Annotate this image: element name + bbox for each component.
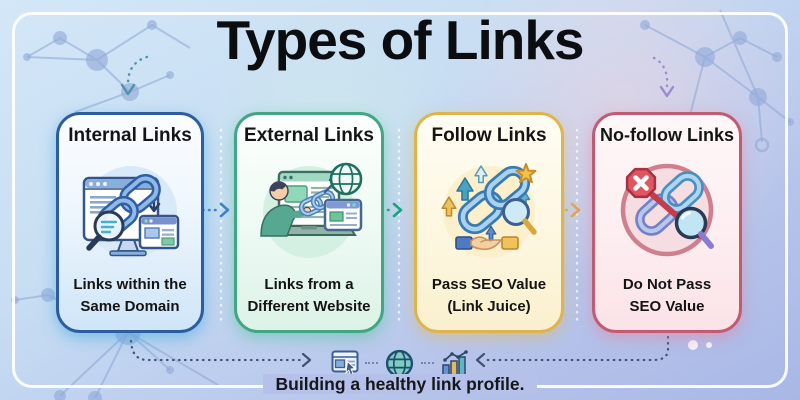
footer-caption-text: Building a healthy link profile. <box>262 374 538 394</box>
arrow-internal-to-external-icon <box>201 202 230 218</box>
card-external-links: External Links <box>234 112 384 333</box>
handshake-icon <box>455 235 519 250</box>
arrow-follow-to-nofollow-icon <box>552 202 581 218</box>
card-description-line2: (Link Juice) <box>447 297 531 315</box>
card-description-line2: Same Domain <box>80 297 180 315</box>
bottom-left-dotted-arrow-icon <box>129 339 312 368</box>
small-browser-window-icon <box>138 214 180 249</box>
blocked-chain-magnifier-icon <box>620 163 714 257</box>
chain-link-icon <box>97 173 161 236</box>
card-description-line1: Pass SEO Value <box>431 276 547 294</box>
card-internal-links: Internal Links <box>56 112 204 333</box>
person-icon <box>260 181 312 237</box>
curved-arrow-to-card1-icon <box>120 55 149 96</box>
card-title: External Links <box>244 125 374 146</box>
nofollow-links-illustration <box>595 146 739 274</box>
card-description: Links within the Same Domain <box>59 274 201 317</box>
globe-icon <box>329 162 363 196</box>
mini-dotted-connector <box>420 362 434 364</box>
block-octagon-icon <box>625 168 657 199</box>
card-description-line2: SEO Value <box>629 297 705 315</box>
mini-dotted-connector <box>364 362 378 364</box>
magnifier-icon <box>674 206 714 250</box>
curved-arrow-to-card4-icon <box>652 56 675 98</box>
white-dotted-dividers <box>219 128 579 327</box>
monitor-stand-icon <box>109 238 147 256</box>
browser-cursor-icon <box>331 350 358 376</box>
follow-links-illustration <box>417 147 561 274</box>
star-icon <box>515 162 537 183</box>
prohibition-ring-icon <box>620 163 714 257</box>
card-title: No-follow Links <box>600 125 734 145</box>
card-description: Pass SEO Value (Link Juice) <box>417 274 561 317</box>
footer-caption: Building a healthy link profile. <box>0 374 800 395</box>
browser-chain-magnifier-icon <box>82 165 180 258</box>
chain-growth-handshake-icon <box>441 162 537 258</box>
card-description-line1: Links from a <box>264 276 354 294</box>
external-links-illustration <box>237 147 381 274</box>
person-laptop-globe-link-icon <box>260 162 363 258</box>
card-follow-links: Follow Links <box>414 112 564 333</box>
card-description-line1: Do Not Pass <box>622 276 712 294</box>
bar-chart-icon <box>441 350 468 376</box>
small-browser-window-icon <box>323 198 363 231</box>
card-nofollow-links: No-follow Links <box>592 112 742 333</box>
bottom-right-dotted-arrow-icon <box>475 335 670 368</box>
glow-dots <box>688 340 712 350</box>
card-title: Follow Links <box>431 125 547 146</box>
card-description: Links from a Different Website <box>237 274 381 317</box>
magnifier-icon <box>502 197 537 235</box>
card-description-line1: Links within the <box>73 276 187 294</box>
internal-links-illustration <box>59 147 201 274</box>
card-description: Do Not Pass SEO Value <box>595 274 739 317</box>
card-title: Internal Links <box>68 125 192 146</box>
card-description-line2: Different Website <box>247 297 371 315</box>
arrow-external-to-follow-icon <box>374 202 403 218</box>
page-title: Types of Links <box>216 9 585 71</box>
magnifier-icon <box>86 210 125 251</box>
